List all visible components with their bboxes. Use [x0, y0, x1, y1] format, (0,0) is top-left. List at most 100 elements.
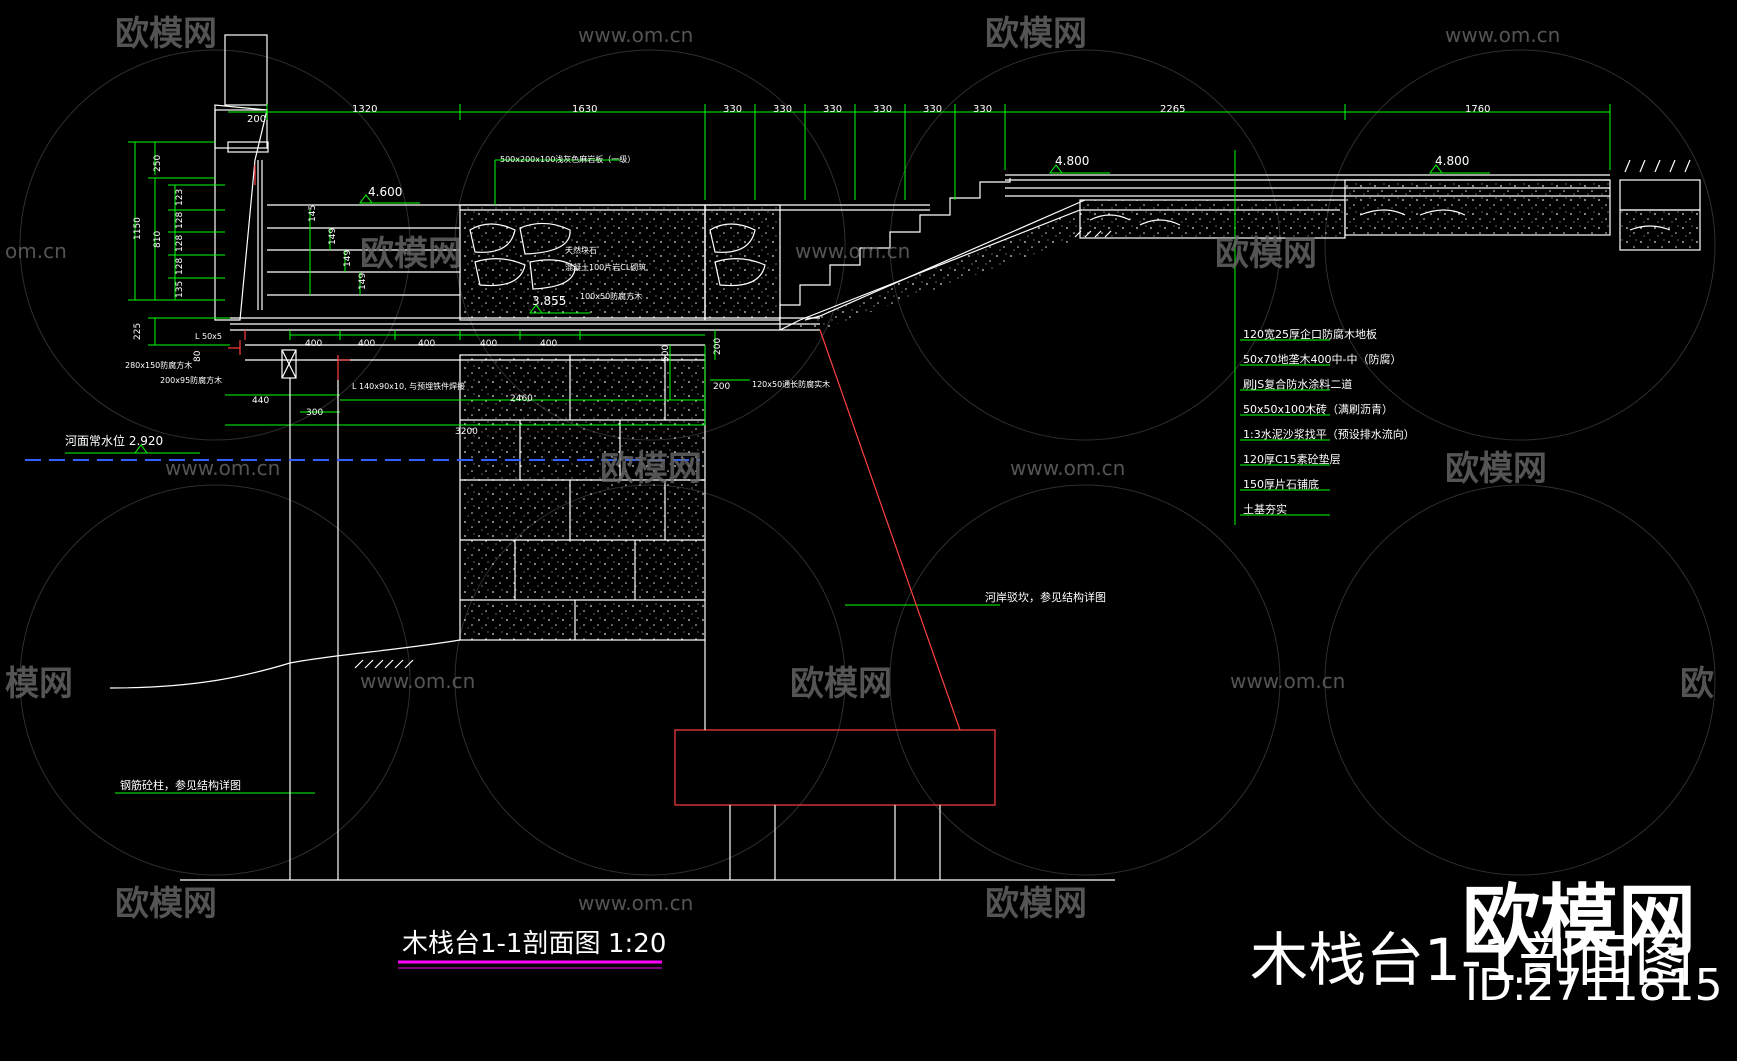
top-dimension-texts: 200 1320 1630 330 330 330 330 330 330 22…: [247, 104, 1490, 125]
overlay-stamp: 木栈台1-1剖面图 欧模网 ID:2711815: [1250, 877, 1723, 1011]
dim-mid-149a: 149: [328, 228, 338, 245]
watermark-brand: 欧模网: [1215, 234, 1317, 274]
layer-8: 土基夯实: [1243, 502, 1287, 516]
label-pile: 钢筋砼柱，参见结构详图: [120, 778, 241, 792]
big-drawing-title: 木栈台1-1剖面图: [1250, 926, 1693, 994]
layer-2: 50x70地垄木400中-中（防腐）: [1243, 352, 1401, 366]
dim-left-128a: 128: [175, 258, 185, 275]
watermark-brand: 欧模网: [600, 449, 702, 489]
elevation-4800b: 4.800: [1435, 154, 1469, 168]
dim-mid-3200: 3200: [455, 427, 478, 437]
dim-left-128c: 128: [175, 212, 185, 229]
dim-mid-149c: 149: [358, 273, 368, 290]
watermark-url: www.om.cn: [360, 669, 475, 693]
dim-mid-2460: 2460: [510, 394, 533, 404]
dim-left-1150: 1150: [133, 217, 143, 240]
layer-5: 1:3水泥沙浆找平（预设排水流向）: [1243, 427, 1415, 441]
dim-left-250: 250: [153, 155, 163, 172]
layer-6: 120厚C15素砼垫层: [1243, 452, 1341, 466]
watermark-brand: 欧模网: [360, 234, 462, 274]
elevation-4600: 4.600: [368, 185, 402, 199]
dim-mid-500: 500: [661, 345, 671, 362]
dim-left-80: 80: [193, 350, 203, 362]
deck-structure: [214, 34, 1701, 379]
drawing-scale: 1:20: [608, 929, 666, 959]
dim-left-128b: 128: [175, 235, 185, 252]
elevation-4800a: 4.800: [1055, 154, 1089, 168]
layer-3: 刷JS复合防水涂料二道: [1243, 377, 1352, 391]
piles-and-ground: [109, 159, 1691, 881]
dim-top-330e: 330: [923, 104, 942, 115]
watermark-url-short: om.cn: [5, 239, 67, 263]
layer-1: 120宽25厚企口防腐木地板: [1243, 327, 1377, 341]
dim-top-1320: 1320: [352, 104, 377, 115]
watermark-url: www.om.cn: [1445, 23, 1560, 47]
label-angle: L 140x90x10, 与预埋铁件焊接: [352, 381, 465, 391]
layer-4: 50x50x100木砖（满刷沥青）: [1243, 402, 1393, 416]
left-dimension-texts: 250 1150 810 135 128 128 128 123 225 80: [133, 155, 203, 362]
elevation-texts: 4.600 3.855 4.800 4.800 河面常水位 2.920: [65, 154, 1469, 448]
label-anchor: 120x50通长防腐实木: [752, 379, 830, 389]
watermark-url: www.om.cn: [165, 456, 280, 480]
stamp-brand: 欧模网: [1462, 877, 1696, 967]
watermark-circles: [19, 49, 1716, 876]
dimension-lines: [65, 104, 1611, 794]
label-top-board: 500x200x100浅灰色麻岩板（一级）: [500, 154, 635, 164]
watermark-url: www.om.cn: [578, 891, 693, 915]
dim-top-200: 200: [247, 114, 266, 125]
watermark-brand: 欧模网: [115, 14, 217, 54]
dim-mid-200a: 200: [713, 338, 723, 355]
label-wood2: 200x95防腐方木: [160, 375, 222, 385]
layer-7: 150厚片石铺底: [1243, 477, 1319, 491]
label-wood1: 280x150防腐方木: [125, 360, 192, 370]
dim-left-225: 225: [133, 323, 143, 340]
dim-top-330f: 330: [973, 104, 992, 115]
watermark-brand: 欧模网: [115, 884, 217, 924]
label-rubble: 天然块石: [565, 245, 597, 255]
watermark-brand-partial2: 欧: [1680, 664, 1714, 704]
dim-mid-400e: 400: [540, 339, 557, 349]
drawing-title-block: 木栈台1-1剖面图 1:20: [398, 929, 666, 969]
dim-top-330d: 330: [873, 104, 892, 115]
watermark-url: www.om.cn: [795, 239, 910, 263]
dim-top-2265: 2265: [1160, 104, 1185, 115]
drawing-title: 木栈台1-1剖面图: [402, 929, 600, 959]
dim-top-330a: 330: [723, 104, 742, 115]
dim-mid-400d: 400: [480, 339, 497, 349]
dim-left-123: 123: [175, 189, 185, 206]
dim-top-330c: 330: [823, 104, 842, 115]
watermark-texts: 欧模网 www.om.cn 欧模网 www.om.cn om.cn 欧模网 ww…: [5, 14, 1714, 924]
label-joist: 100x50防腐方木: [580, 291, 642, 301]
elevation-3855: 3.855: [532, 294, 566, 308]
watermark-url: www.om.cn: [1230, 669, 1345, 693]
red-elements: [228, 165, 996, 806]
label-L50: L 50x5: [195, 332, 222, 341]
watermark-brand: 欧模网: [985, 884, 1087, 924]
water-level-label: 河面常水位 2.920: [65, 433, 163, 448]
watermark-brand: 欧模网: [985, 14, 1087, 54]
layer-callouts: 120宽25厚企口防腐木地板 50x70地垄木400中-中（防腐） 刷JS复合防…: [1243, 327, 1415, 516]
annotation-labels: 500x200x100浅灰色麻岩板（一级） 天然块石 混凝土100片岩CL砌筑 …: [120, 154, 1106, 792]
dim-mid-145: 145: [308, 205, 318, 222]
dim-left-810: 810: [153, 231, 163, 248]
dim-left-135: 135: [175, 281, 185, 298]
watermark-url: www.om.cn: [578, 23, 693, 47]
dim-mid-400a: 400: [305, 339, 322, 349]
watermark-brand: 欧模网: [1445, 449, 1547, 489]
watermark-brand-partial: 模网: [5, 664, 73, 704]
dim-mid-400b: 400: [358, 339, 375, 349]
dim-mid-300: 300: [306, 408, 323, 418]
label-stone-base: 混凝土100片岩CL砌筑: [565, 262, 646, 272]
stamp-id: ID:2711815: [1465, 960, 1723, 1011]
label-slope: 河岸驳坎，参见结构详图: [985, 590, 1106, 604]
retaining-wall: [459, 204, 781, 641]
watermark-brand: 欧模网: [790, 664, 892, 704]
dim-mid-149b: 149: [343, 250, 353, 267]
dim-mid-200b: 200: [713, 382, 730, 392]
dim-mid-440: 440: [252, 396, 269, 406]
dim-mid-400c: 400: [418, 339, 435, 349]
dim-top-1630: 1630: [572, 104, 597, 115]
watermark-url: www.om.cn: [1010, 456, 1125, 480]
